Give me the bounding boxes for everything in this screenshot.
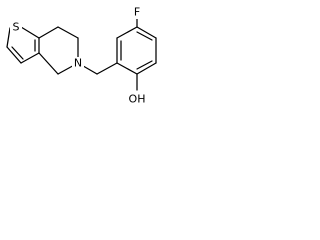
bond-ar2-ar3-inner <box>136 60 153 70</box>
chemical-structure: S N F OH <box>6 6 157 106</box>
nitrogen-label: N <box>74 57 82 70</box>
bond-c3-c3a <box>20 52 40 64</box>
bond-group <box>6 11 157 91</box>
atom-labels: S N F OH <box>10 6 147 106</box>
bond-c4-c3a <box>38 52 59 75</box>
sulfur-label: S <box>13 21 20 34</box>
hydroxyl-label: OH <box>129 93 146 106</box>
bond-s-c2 <box>6 27 11 48</box>
bond-s-c7a <box>20 26 40 39</box>
sulfur-label-bg <box>10 21 22 34</box>
hydroxyl-label-bg <box>127 93 147 106</box>
nitrogen-label-bg <box>72 57 84 70</box>
bond-ar2-ar3 <box>136 62 157 75</box>
fluorine-label: F <box>134 6 140 19</box>
bond-ar1-ar2 <box>116 62 138 75</box>
bond-c2-c3-inner <box>11 46 24 60</box>
bond-c7-c6 <box>57 26 79 39</box>
bond-c7a-c7 <box>38 26 59 39</box>
bond-ar4-ar5 <box>136 26 157 39</box>
bond-ar4-ar5-inner <box>136 31 153 41</box>
fluorine-label-bg <box>131 6 143 19</box>
bond-c2-c3 <box>6 46 22 64</box>
bond-ch2-ar <box>96 62 118 75</box>
bond-ar5-ar6 <box>116 26 138 39</box>
